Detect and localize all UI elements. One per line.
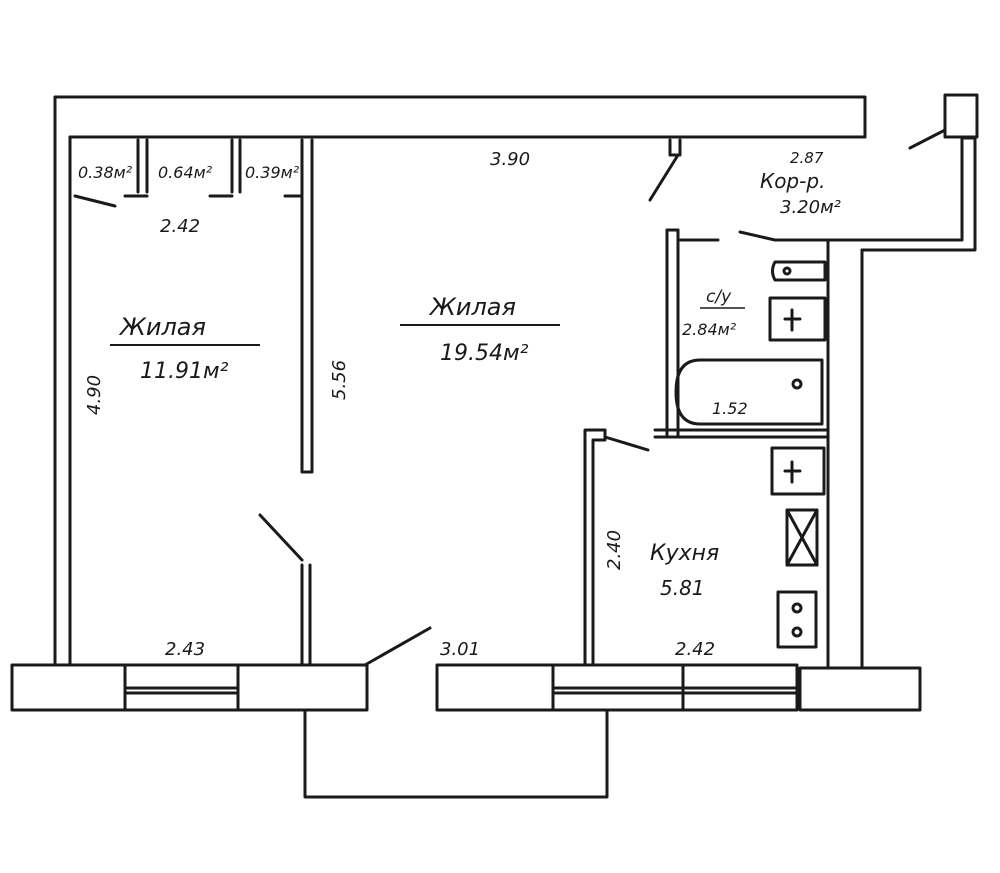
dim-partition-height: 5.56 <box>329 360 350 400</box>
kitchen-name: Кухня <box>650 541 719 566</box>
stove-burner-2 <box>791 626 803 638</box>
outer-wall-left <box>53 95 72 667</box>
outer-wall-top <box>53 95 867 139</box>
dim-bottom-left: 2.43 <box>165 639 205 660</box>
bathtub-drain <box>791 378 803 390</box>
door-jamb-top <box>668 138 682 157</box>
window-right <box>551 663 799 712</box>
door-swing-top <box>648 153 680 202</box>
toilet <box>771 260 827 282</box>
living-big-area: 19.54м² <box>440 341 529 366</box>
living-small-area: 11.91м² <box>140 359 229 384</box>
partition-wall-lower <box>300 563 312 667</box>
living-big-name: Жилая <box>428 293 516 321</box>
balcony <box>303 708 609 799</box>
outer-wall-right <box>826 238 864 670</box>
corridor-door-swing <box>908 128 947 150</box>
bath-name: с/у <box>706 287 732 307</box>
closet1-area: 0.38м² <box>78 163 133 182</box>
bathroom-wall-bottom <box>653 428 830 439</box>
kitchen-door-swing <box>603 435 650 452</box>
dim-top-big: 3.90 <box>490 149 530 170</box>
kitchen-sink <box>770 446 826 496</box>
closet3-area: 0.39м² <box>245 163 300 182</box>
bath-area: 2.84м² <box>682 320 737 339</box>
dim-closets-width: 2.42 <box>160 216 200 237</box>
kitchen-cabinet <box>785 508 819 567</box>
corridor-area: 3.20м² <box>780 197 841 218</box>
corridor-width: 2.87 <box>790 149 824 167</box>
kitchen-wall <box>583 428 607 667</box>
corridor-duct <box>943 93 979 139</box>
balcony-door-swing <box>363 626 432 667</box>
closet-doors <box>73 194 304 208</box>
bathtub-size: 1.52 <box>712 399 748 418</box>
dim-bottom-right: 2.42 <box>675 639 715 660</box>
dim-kitchen-height: 2.40 <box>604 530 625 570</box>
faucet <box>783 308 802 332</box>
closet-partitions <box>136 138 242 194</box>
closet2-area: 0.64м² <box>158 163 213 182</box>
living-small-name: Жилая <box>118 313 206 341</box>
kitchen-faucet <box>783 460 802 484</box>
bathtub <box>674 358 824 426</box>
window-left <box>123 663 240 712</box>
stove-burner-1 <box>791 602 803 614</box>
bottom-wall-corner <box>798 666 922 712</box>
toilet-bowl <box>782 266 792 276</box>
corridor-name: Кор-р. <box>760 169 825 193</box>
dim-bottom-mid: 3.01 <box>440 639 480 660</box>
dim-left-height: 4.90 <box>84 375 105 415</box>
cabinet-cross <box>785 508 819 567</box>
stove <box>776 590 818 649</box>
door-swing-left-room <box>258 513 304 562</box>
corridor-wall <box>826 136 977 252</box>
sink-bath <box>768 296 827 342</box>
kitchen-area: 5.81 <box>660 576 705 600</box>
partition-wall <box>300 138 314 474</box>
bottom-wall-left <box>10 663 369 712</box>
